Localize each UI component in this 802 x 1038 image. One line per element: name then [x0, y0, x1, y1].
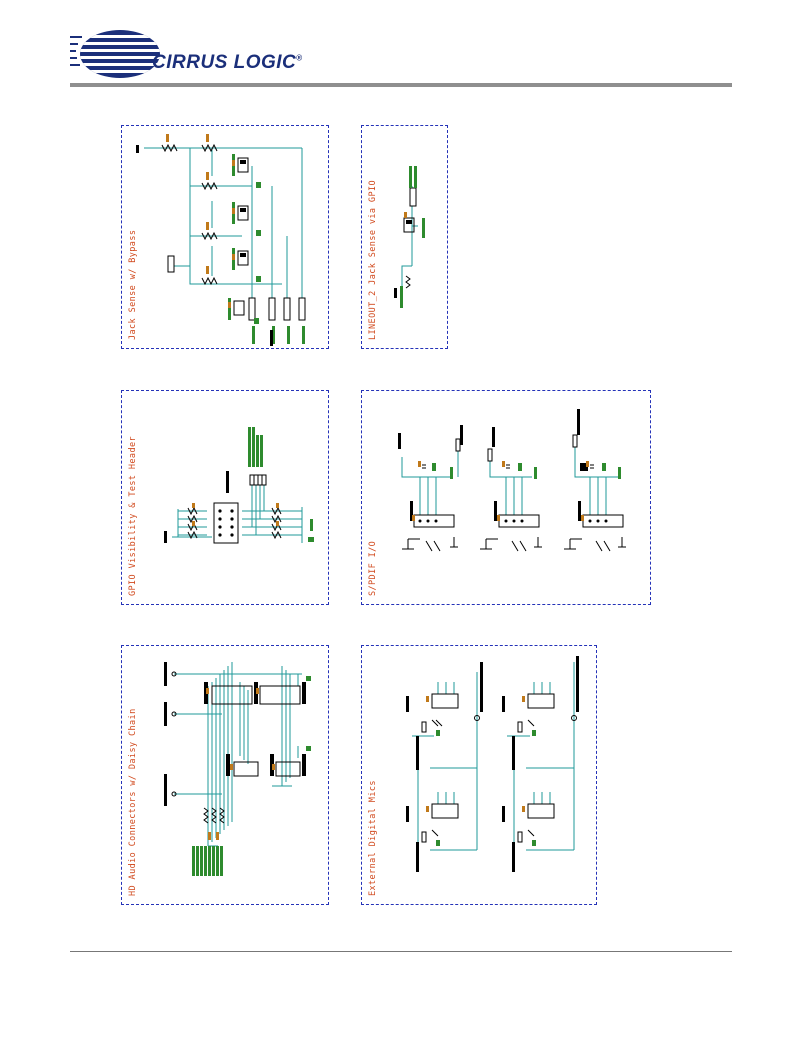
footer-rule: [70, 951, 732, 952]
digital-mics-panel: External Digital Mics: [361, 645, 597, 905]
cirrus-logic-logo: [70, 26, 310, 86]
jack-sense-schematic: [136, 134, 306, 346]
jack-sense-panel: Jack Sense w/ Bypass: [121, 125, 329, 349]
lineout-sense-schematic: [394, 166, 425, 308]
gpio-header-schematic: [164, 427, 314, 544]
digital-mics-schematic: [406, 656, 579, 872]
hd-audio-panel: HD Audio Connectors w/ Daisy Chain: [121, 645, 329, 905]
hd-audio-schematic: [164, 662, 311, 876]
lineout-sense-panel: LINEOUT_2 Jack Sense via GPIO: [361, 125, 448, 349]
spdif-schematic: [398, 409, 626, 552]
logo-globe-icon: [70, 30, 160, 78]
logo-wordmark: CIRRUS LOGIC®: [152, 52, 303, 73]
spdif-panel: S/PDIF I/O: [361, 390, 651, 605]
gpio-header-panel: GPIO Visibility & Test Header: [121, 390, 329, 605]
header-rule: [70, 83, 732, 87]
